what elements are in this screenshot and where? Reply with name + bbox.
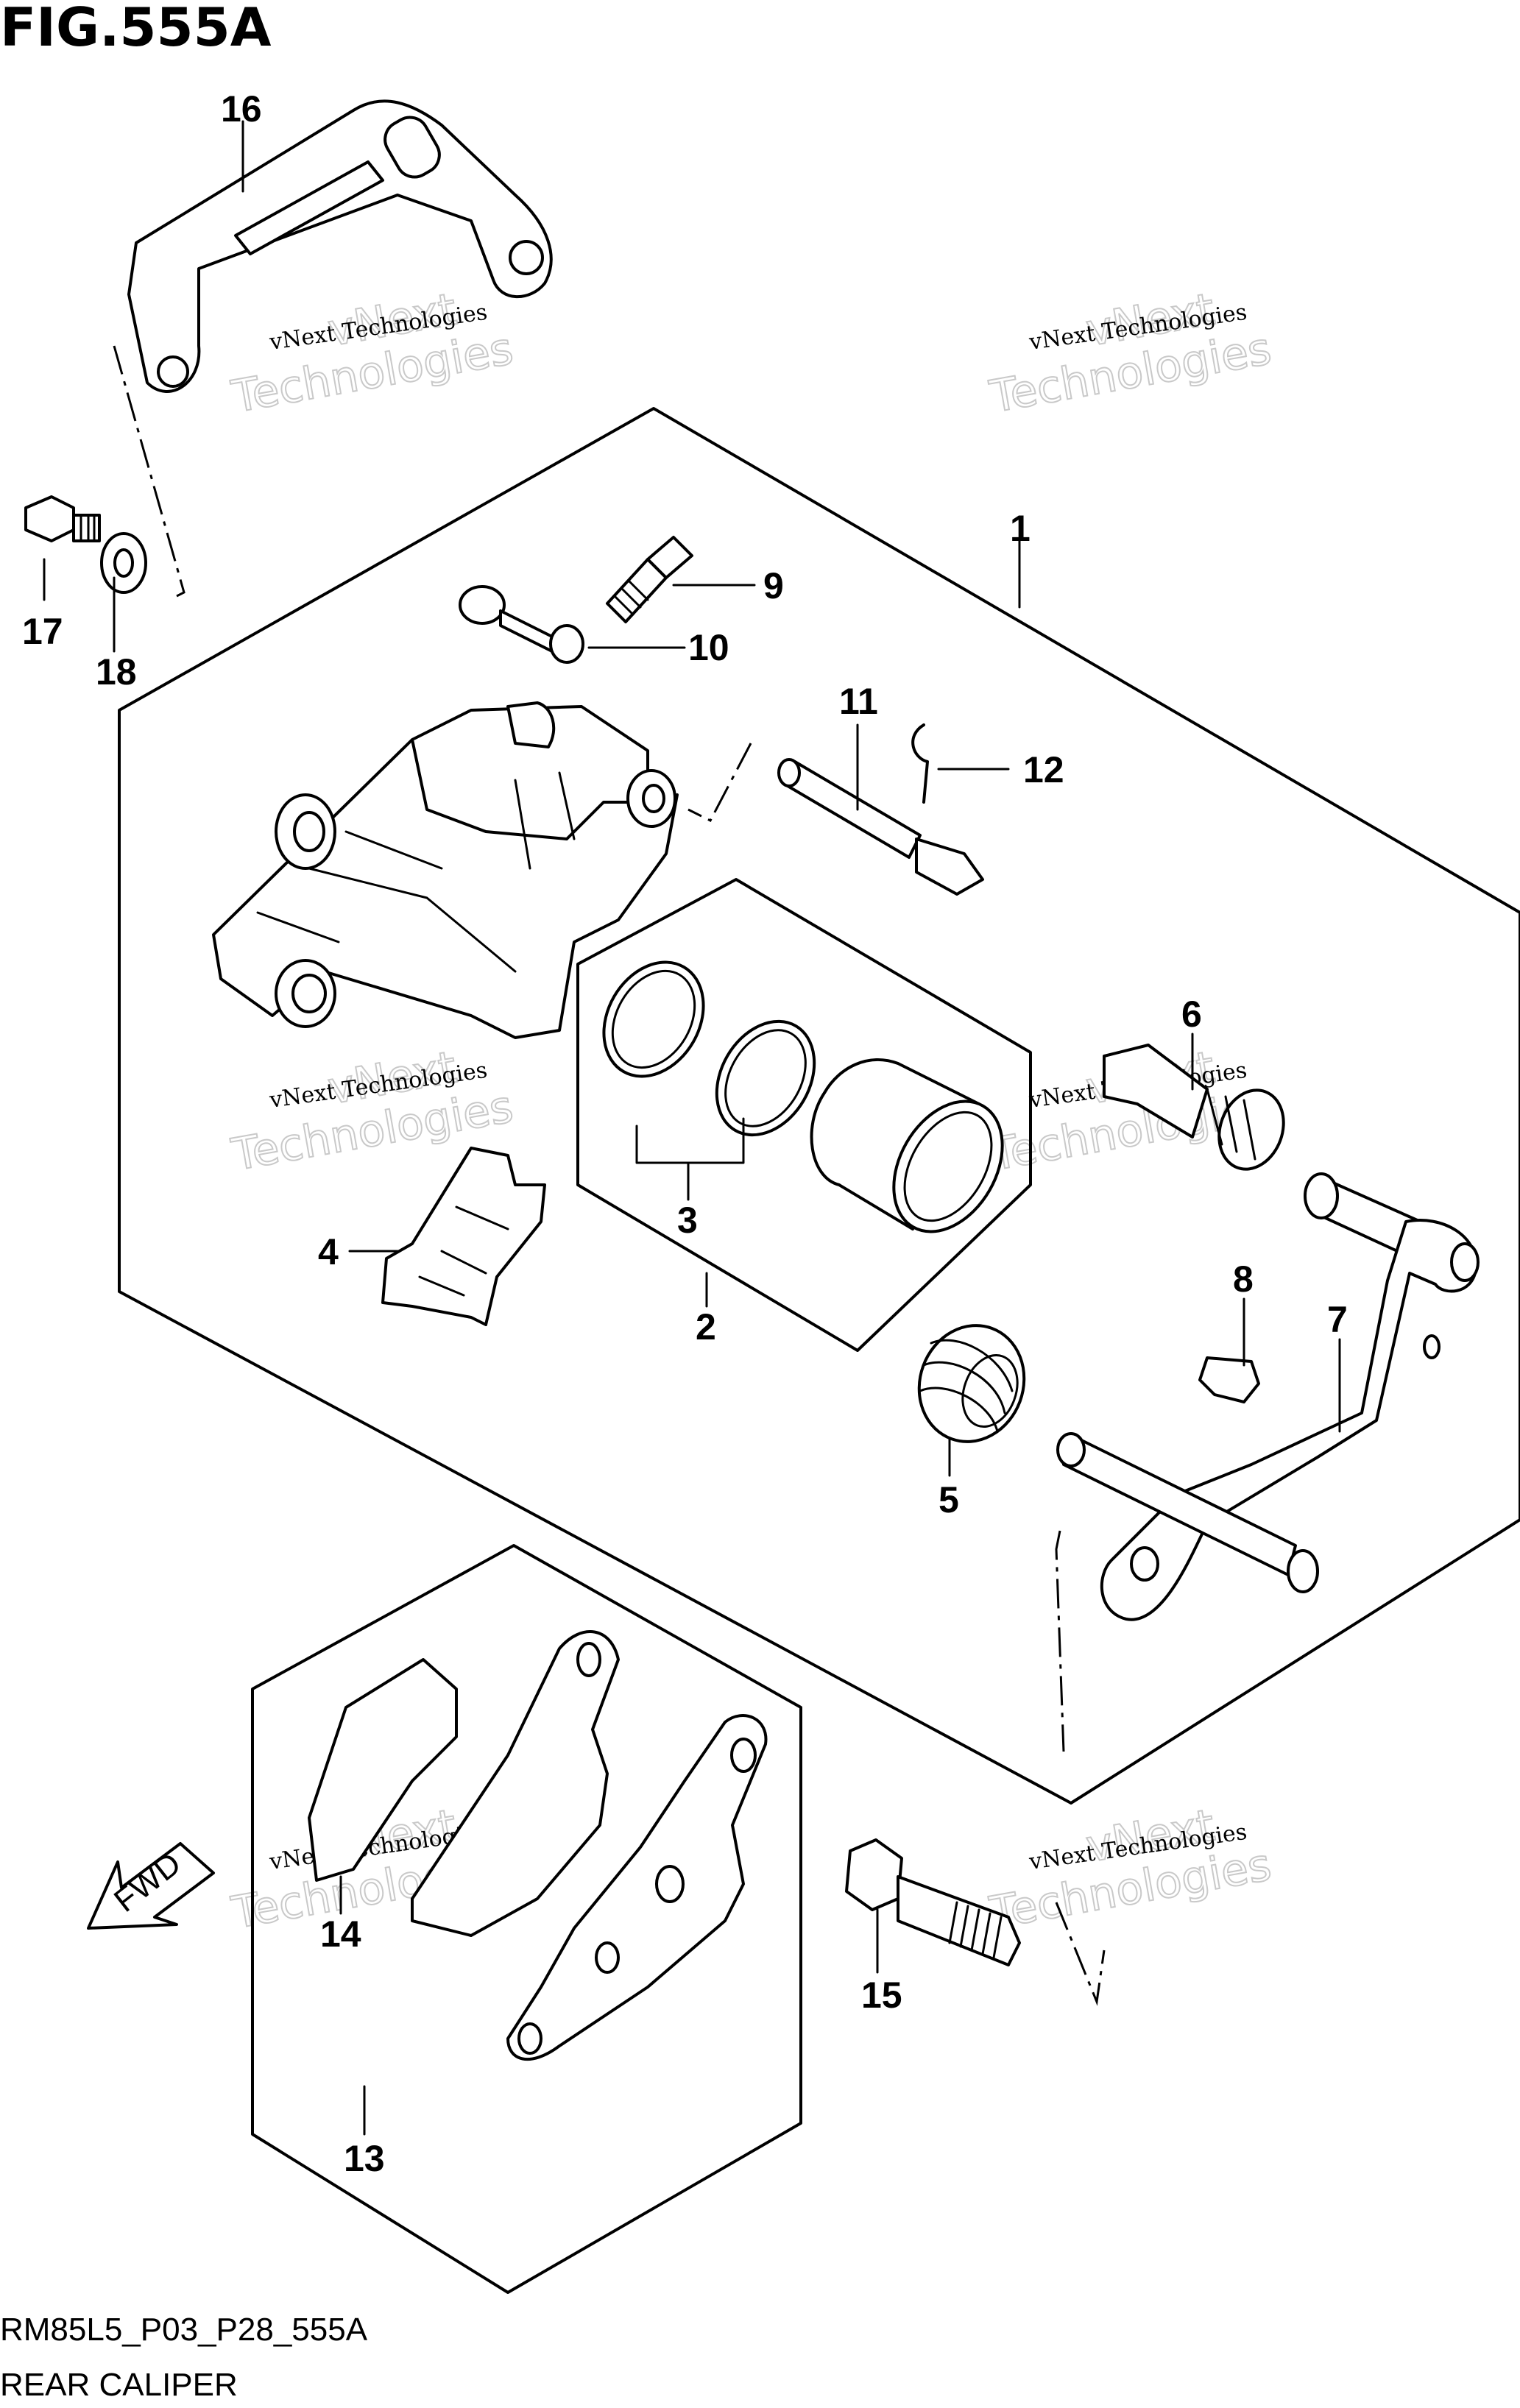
- callout-12: 12: [1023, 749, 1064, 790]
- callout-14: 14: [320, 1913, 361, 1955]
- brake-pad-inner: [411, 1630, 620, 1937]
- callout-13: 13: [344, 2138, 385, 2179]
- callout-2: 2: [696, 1306, 716, 1348]
- drawing-code: RM85L5_P03_P28_555A: [0, 2312, 368, 2348]
- drawing-caption: REAR CALIPER: [0, 2367, 238, 2403]
- callout-10: 10: [688, 627, 729, 668]
- leader-caliper-pin: [687, 743, 752, 822]
- piston: [810, 1058, 1004, 1233]
- pad-pin: [777, 758, 984, 896]
- bleeder-cap: [459, 585, 584, 664]
- leader-bracket-bolt: [113, 345, 185, 598]
- watermark-mid-left: Technologies vNext vNext Technologies: [227, 1041, 517, 1182]
- callout-18: 18: [96, 651, 137, 693]
- watermark-top-left: Technologies vNext vNext Technologies: [227, 283, 517, 424]
- bracket-washer: [100, 532, 147, 594]
- brake-pad-set-outline: [251, 1544, 802, 2294]
- pad-pin-clip: [911, 723, 929, 804]
- brake-pad-outer: [506, 1714, 768, 2061]
- caliper-assembly-outline: [118, 407, 1520, 1805]
- pad-spring: [381, 1147, 546, 1326]
- caliper-body: [212, 701, 679, 1039]
- watermark-bottom-right: Technologies vNext vNext Technologies: [985, 1799, 1276, 1940]
- caliper-holder: [1056, 1172, 1480, 1621]
- callout-9: 9: [763, 565, 784, 606]
- callout-15: 15: [861, 1975, 902, 2016]
- callout-1: 1: [1010, 508, 1031, 549]
- mounting-bolt: [845, 1838, 1021, 1966]
- callout-11: 11: [839, 681, 878, 722]
- caliper-bracket: [127, 99, 553, 393]
- caliper-boot: [917, 1324, 1026, 1443]
- forward-direction-arrow: FWD: [87, 1842, 215, 1930]
- figure-title: FIG.555A: [0, 0, 272, 58]
- callout-17: 17: [22, 611, 63, 652]
- brake-pad-shim: [308, 1658, 458, 1882]
- piston-seals: [602, 960, 816, 1137]
- callout-5: 5: [938, 1479, 959, 1520]
- slide-boot: [1103, 1044, 1285, 1171]
- leader-mount-bolt: [1055, 1902, 1106, 2006]
- callout-16: 16: [221, 88, 262, 130]
- callout-4: 4: [318, 1231, 339, 1272]
- callout-7: 7: [1327, 1299, 1348, 1340]
- bleeder-valve: [606, 536, 693, 623]
- callout-leaders: [43, 120, 1341, 2136]
- callout-3: 3: [677, 1200, 698, 1241]
- leader-pad-bolt: [1055, 1530, 1065, 1752]
- callout-6: 6: [1181, 994, 1202, 1035]
- callout-8: 8: [1233, 1258, 1254, 1300]
- bracket-bolt: [24, 495, 101, 542]
- watermark-top-right: Technologies vNext vNext Technologies: [985, 283, 1276, 424]
- holder-clip: [1198, 1356, 1260, 1403]
- piston-kit-outline: [576, 878, 1032, 1352]
